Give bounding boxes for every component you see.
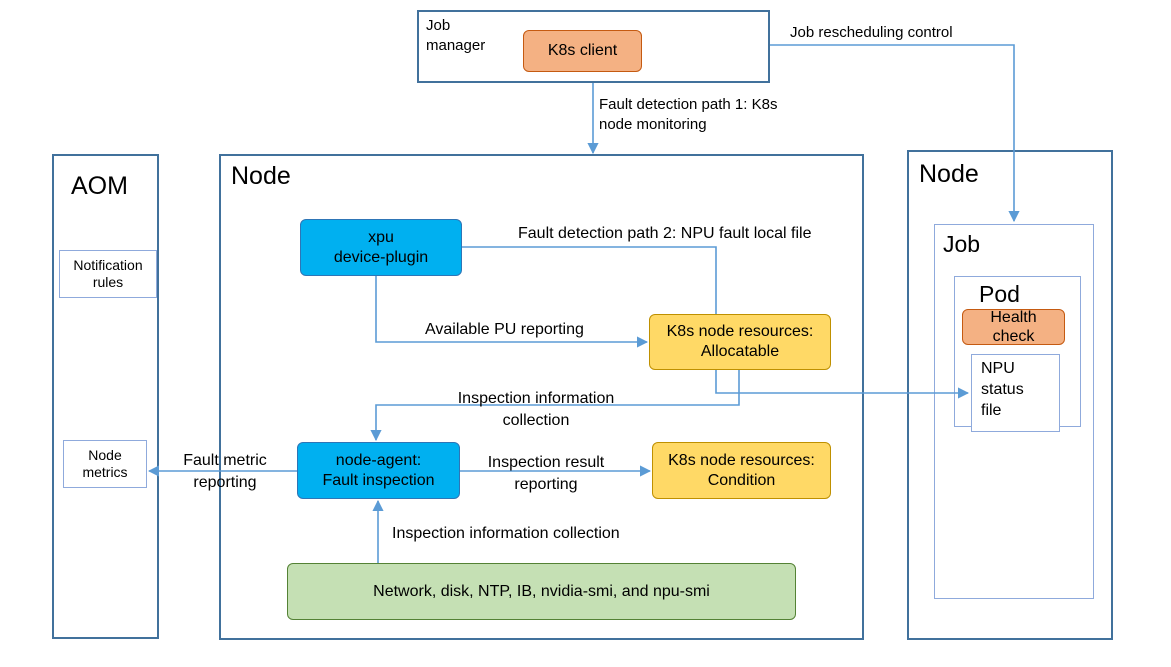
arrow-to-npu-status-file [715, 370, 970, 399]
condition-label: K8s node resources: Condition [668, 451, 815, 489]
notification-rules-box: Notification rules [59, 250, 157, 298]
node-metrics-label: Node metrics [82, 446, 128, 481]
aom-panel: AOM Notification rules Node metrics [52, 154, 159, 639]
arrow-rescheduling [770, 44, 1020, 223]
node-agent-box: node-agent: Fault inspection [297, 442, 460, 499]
k8s-client-box: K8s client [523, 30, 642, 72]
node-main-title: Node [231, 162, 291, 190]
checks-label: Network, disk, NTP, IB, nvidia-smi, and … [373, 582, 710, 600]
label-inspection-result: Inspection result reporting [487, 454, 605, 493]
xpu-device-plugin-label: xpu device-plugin [333, 228, 429, 266]
node-metrics-box: Node metrics [63, 440, 147, 488]
label-fault-path-1: Fault detection path 1: K8s node monitor… [599, 96, 778, 134]
npu-status-file-box: NPU status file [971, 354, 1060, 432]
health-check-box: Health check [962, 309, 1065, 345]
label-inspection-info-2: Inspection information collection [392, 525, 620, 542]
job-manager-box: Job manager K8s client [417, 10, 770, 83]
node-right-title: Node [919, 160, 979, 188]
job-manager-title: Job manager [426, 17, 486, 54]
arrow-available-pu [375, 276, 649, 348]
health-check-label: Health check [990, 308, 1037, 345]
k8s-client-label: K8s client [547, 42, 618, 59]
label-available-pu: Available PU reporting [425, 321, 584, 338]
line-fault-path-2 [462, 246, 717, 314]
label-fault-path-2: Fault detection path 2: NPU fault local … [518, 225, 812, 242]
notification-rules-label: Notification rules [73, 256, 143, 291]
allocatable-label: K8s node resources: Allocatable [666, 323, 814, 360]
npu-status-file-label: NPU status file [981, 360, 1024, 419]
condition-box: K8s node resources: Condition [652, 442, 831, 499]
label-rescheduling: Job rescheduling control [790, 24, 953, 41]
checks-box: Network, disk, NTP, IB, nvidia-smi, and … [287, 563, 796, 620]
job-title: Job [943, 231, 981, 257]
label-fault-metric: Fault metric reporting [183, 452, 267, 491]
node-agent-label: node-agent: Fault inspection [322, 451, 435, 489]
pod-title: Pod [979, 281, 1020, 307]
arrow-inspection-collection-1 [370, 370, 740, 442]
aom-title: AOM [71, 172, 128, 200]
label-inspection-info-1: Inspection information collection [457, 390, 615, 429]
xpu-device-plugin-box: xpu device-plugin [300, 219, 462, 276]
allocatable-box: K8s node resources: Allocatable [649, 314, 831, 370]
